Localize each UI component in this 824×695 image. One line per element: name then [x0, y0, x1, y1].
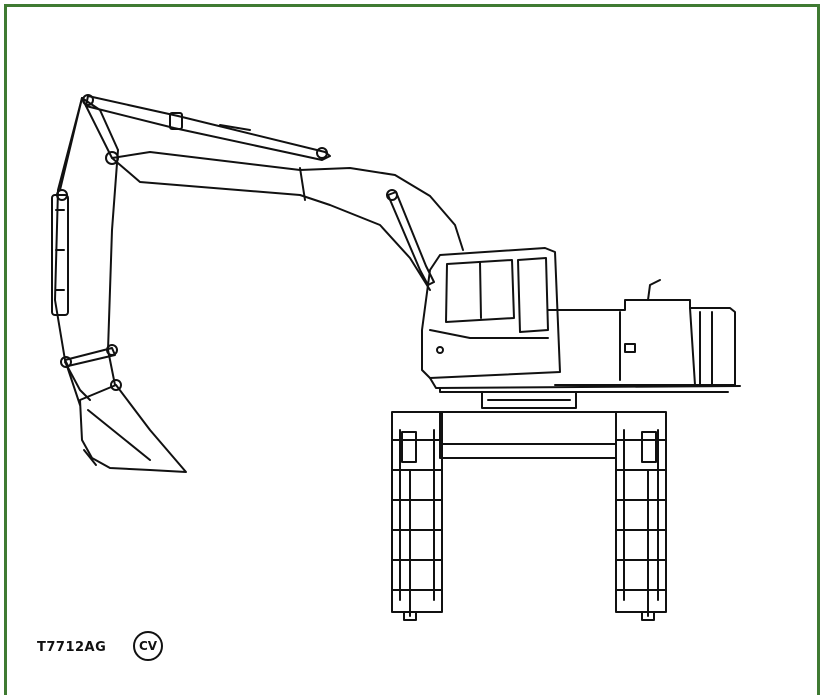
swing-bearing: [481, 391, 577, 409]
cab: [421, 247, 561, 379]
arm: [54, 97, 119, 406]
undercarriage: [391, 411, 667, 621]
boom-cylinder: [82, 94, 331, 161]
figure-code: T7712AG: [37, 640, 107, 655]
engine-housing: [547, 279, 736, 386]
cv-badge: CV: [133, 631, 163, 661]
boom: [59, 97, 464, 291]
bucket: [79, 384, 187, 473]
upper-deck: [429, 377, 741, 393]
bucket-cylinder: [51, 189, 69, 316]
arm-cylinder: [386, 189, 435, 286]
